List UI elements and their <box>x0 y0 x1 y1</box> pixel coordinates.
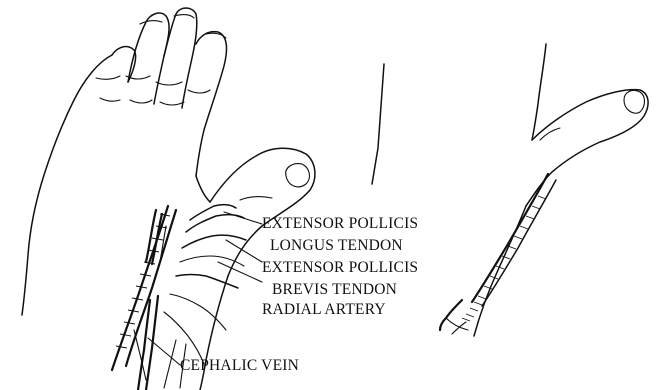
label-cephalic-vein: CEPHALIC VEIN <box>180 357 299 374</box>
leader-epl <box>224 212 262 224</box>
label-epb-line1: EXTENSOR POLLICIS <box>262 259 418 276</box>
leader-radial-artery <box>218 262 262 282</box>
label-radial-artery: RADIAL ARTERY <box>262 301 386 318</box>
label-epb-line2: BREVIS TENDON <box>272 281 397 298</box>
thumb-profile-drawing <box>440 44 648 336</box>
label-epl-line1: EXTENSOR POLLICIS <box>262 215 418 232</box>
contour-line <box>372 64 384 184</box>
label-epl-line2: LONGUS TENDON <box>270 237 403 254</box>
leader-epb <box>226 240 262 262</box>
hand-drawing <box>22 8 315 390</box>
label-group: EXTENSOR POLLICIS LONGUS TENDON EXTENSOR… <box>148 212 418 374</box>
